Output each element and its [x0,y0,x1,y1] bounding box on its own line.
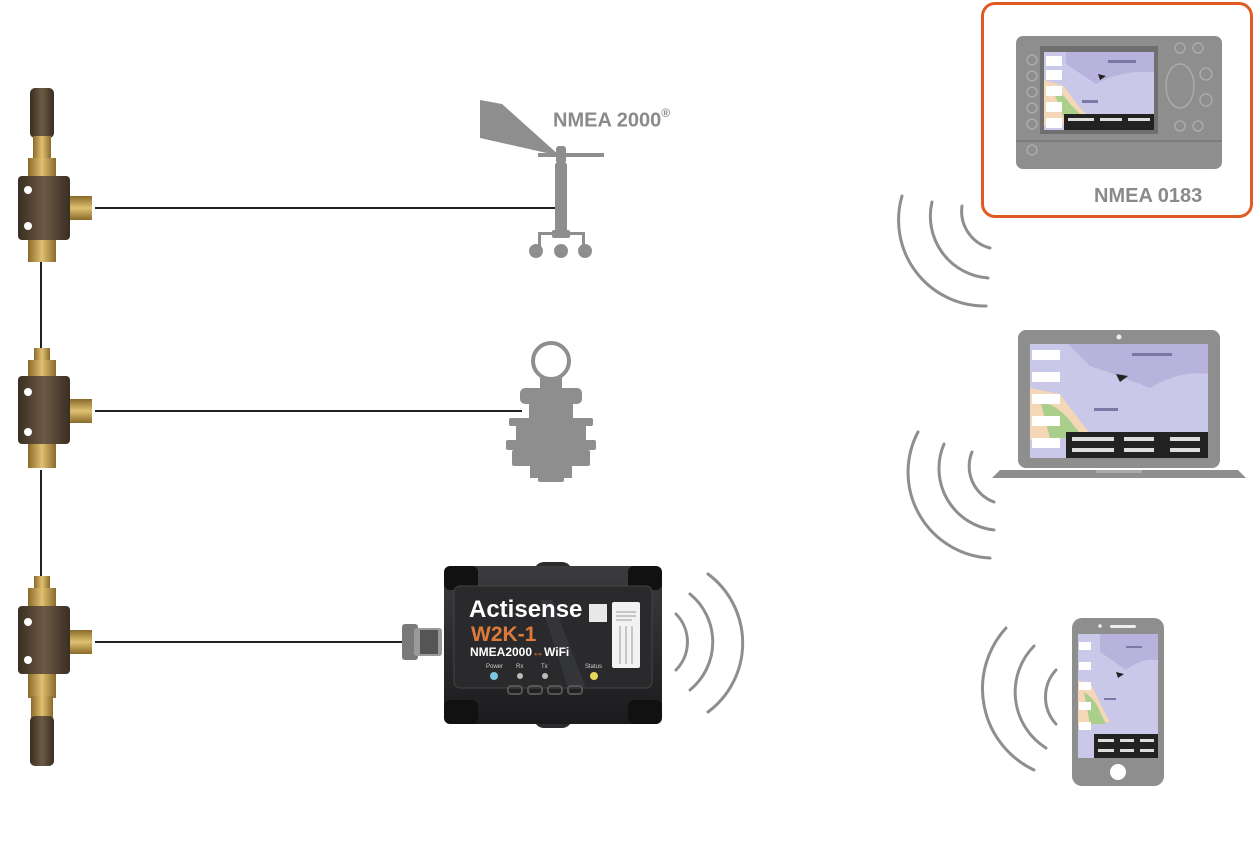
subtitle-right: WiFi [544,645,570,659]
subtitle-left: NMEA2000 [470,645,533,659]
w2k1-device [402,562,662,728]
drop-cables [95,207,556,643]
tee-connector-icon [18,348,92,468]
chartplotter-icon [1016,36,1222,169]
led-label-tx: Tx [541,664,548,670]
led-label-status: Status [585,664,603,670]
device-brand: Actisense [469,596,583,623]
tee-connector-icon [18,158,92,262]
tee-connector-icon [18,576,92,698]
nmea2000-label-text: NMEA 2000 [553,109,662,132]
terminator-icon [30,696,54,766]
laptop-icon [992,330,1246,478]
wifi-waves-icon [674,572,745,714]
wind-vane-icon [480,100,604,258]
smartphone-icon [1072,618,1164,786]
wifi-waves-icon [897,194,992,308]
registered-mark: ® [661,106,671,120]
nmea0183-highlight-box [981,2,1253,218]
led-label-power: Power [486,664,504,670]
device-model: W2K-1 [471,623,537,646]
nmea0183-label: NMEA 0183 [1094,185,1203,207]
terminator-icon [30,88,54,160]
wifi-waves-icon [981,626,1058,772]
led-label-rx: Rx [516,664,524,670]
subtitle-arrow: ↔ [532,645,545,659]
nmea2000-label: NMEA 2000® [553,106,671,133]
wifi-waves-icon [906,430,996,560]
device-subtitle: NMEA2000↔WiFi [470,645,569,659]
transducer-icon [506,341,596,482]
